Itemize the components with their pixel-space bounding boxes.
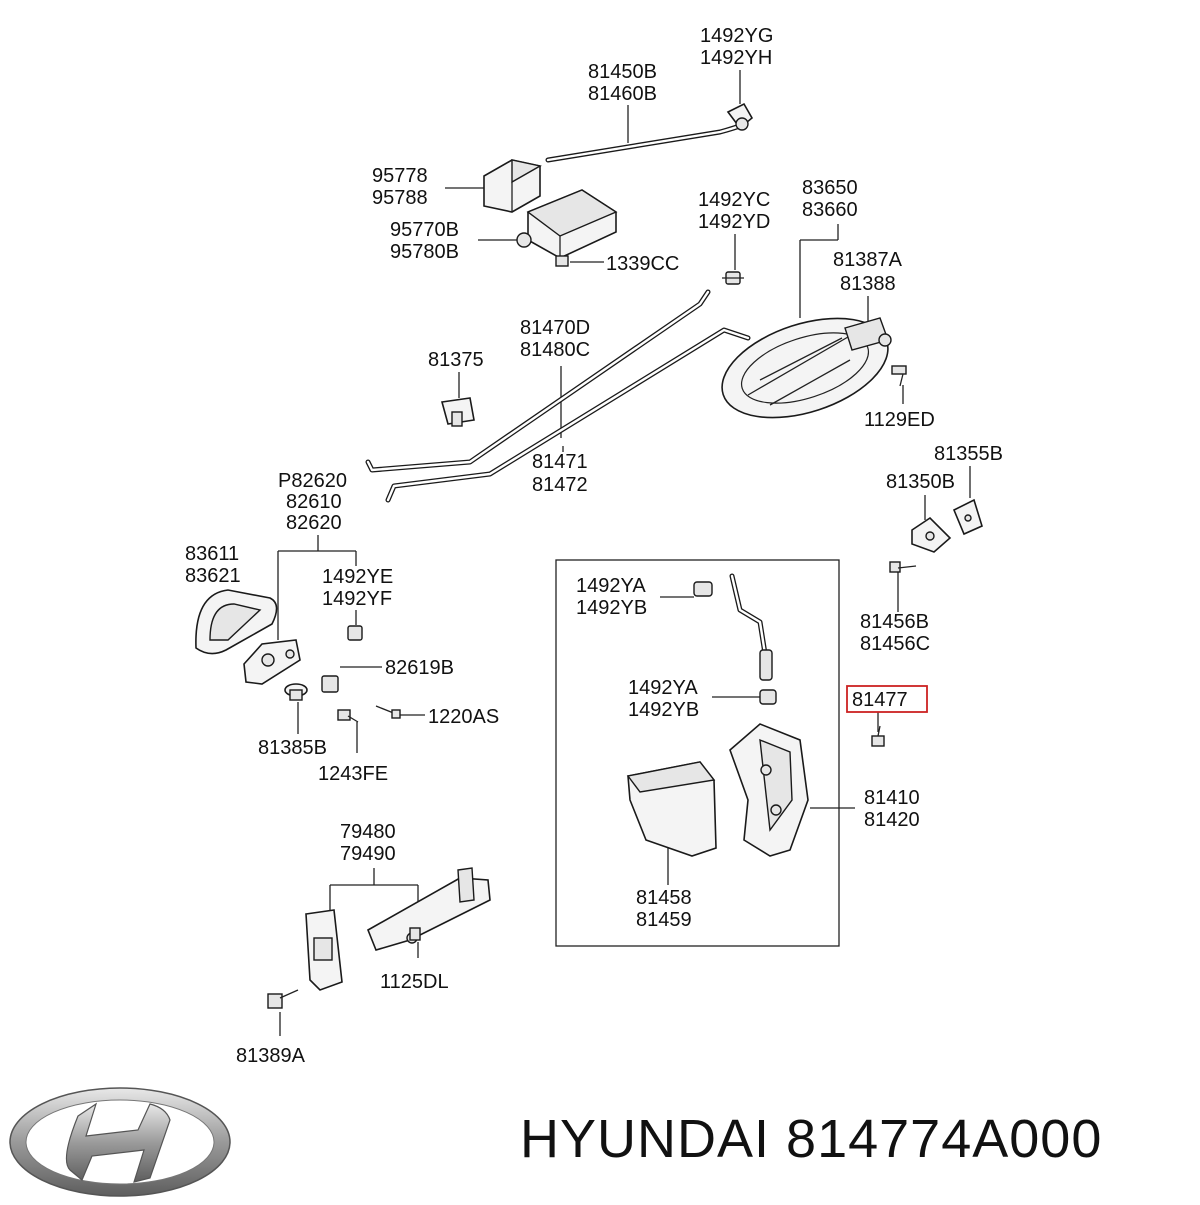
label-81410: 81410 [864, 787, 920, 809]
screw-1220AS-drawing [375, 705, 401, 719]
screw-1243FE-drawing [337, 709, 359, 723]
label-81388: 81388 [840, 273, 896, 295]
label-1492YG: 1492YG [700, 25, 773, 47]
label-1492YH: 1492YH [700, 47, 772, 69]
part-number: 814774A000 [786, 1109, 1103, 1169]
brand-name: HYUNDAI [520, 1109, 771, 1169]
brand-part-number: HYUNDAI 814774A000 [520, 1108, 1190, 1178]
label-95780B: 95780B [390, 241, 459, 263]
label-1220AS: 1220AS [428, 706, 499, 728]
label-81458: 81458 [636, 887, 692, 909]
label-81355B: 81355B [934, 443, 1003, 465]
label-81450B: 81450B [588, 61, 657, 83]
label-81385B: 81385B [258, 737, 327, 759]
washer-82619B-drawing [321, 675, 339, 693]
label-81480C: 81480C [520, 339, 590, 361]
label-79480: 79480 [340, 821, 396, 843]
label-83650: 83650 [802, 177, 858, 199]
bolt-81389A-drawing [267, 989, 299, 1009]
cover-95778-drawing [483, 159, 542, 213]
label-82610: 82610 [286, 491, 342, 513]
label-95770B: 95770B [390, 219, 459, 241]
cover-81458-drawing [626, 761, 717, 857]
label-81471: 81471 [532, 451, 588, 473]
hyundai-logo-icon [9, 1087, 231, 1197]
label-83611: 83611 [185, 543, 239, 565]
label-81456C: 81456C [860, 633, 930, 655]
clip-81375-drawing [440, 397, 475, 427]
label-81460B: 81460B [588, 83, 657, 105]
label-83660: 83660 [802, 199, 858, 221]
rods-81470D-81471-drawing [365, 289, 751, 503]
label-81387A: 81387A [833, 249, 903, 271]
label-81456B: 81456B [860, 611, 929, 633]
label-1492YB-mid: 1492YB [628, 699, 699, 721]
label-81477: 81477 [852, 689, 908, 711]
label-1492YC: 1492YC [698, 189, 770, 211]
bolt-81477-drawing [871, 725, 885, 747]
label-1492YD: 1492YD [698, 211, 770, 233]
screw-1129ED-drawing [891, 365, 907, 387]
leader-lines [277, 70, 971, 1036]
label-81350B: 81350B [886, 471, 955, 493]
part-labels: 1492YG 1492YH 81450B 81460B 95778 95788 … [185, 25, 1003, 1067]
subassembly-rod-drawing [693, 573, 777, 705]
label-P82620: P82620 [278, 470, 347, 492]
actuator-95770B-drawing [516, 189, 618, 267]
label-81420: 81420 [864, 809, 920, 831]
label-1492YF: 1492YF [322, 588, 392, 610]
label-95788: 95788 [372, 187, 428, 209]
latch-81410-drawing [729, 723, 809, 857]
bushing-81385B-drawing [284, 683, 308, 701]
label-83621: 83621 [185, 565, 241, 587]
screw-81456B-drawing [889, 561, 917, 573]
label-81472: 81472 [532, 474, 588, 496]
label-82620: 82620 [286, 512, 342, 534]
plate-81350B-drawing [911, 498, 983, 553]
handle-base-P82620-drawing [243, 639, 301, 685]
label-95778: 95778 [372, 165, 428, 187]
rod-81450B-drawing [545, 102, 754, 163]
label-82619B: 82619B [385, 657, 454, 679]
highlight-box [846, 685, 928, 713]
label-1129ED: 1129ED [864, 409, 935, 431]
label-81389A: 81389A [236, 1045, 306, 1067]
label-81470D: 81470D [520, 317, 590, 339]
label-1492YA-top: 1492YA [576, 575, 646, 597]
inner-handle-83611-drawing [195, 589, 278, 655]
label-81459: 81459 [636, 909, 692, 931]
part-drawings [195, 102, 983, 1009]
subassembly-frame [555, 559, 840, 947]
bolt-1125DL-drawing [409, 927, 421, 941]
label-81375: 81375 [428, 349, 484, 371]
clip-1492YC-drawing [722, 271, 744, 285]
label-1492YB-top: 1492YB [576, 597, 647, 619]
label-1492YE: 1492YE [322, 566, 393, 588]
outer-handle-83650-drawing [721, 317, 892, 419]
label-1125DL: 1125DL [380, 971, 449, 993]
label-79490: 79490 [340, 843, 396, 865]
clip-1492YE-drawing [347, 625, 363, 641]
label-1339CC: 1339CC [606, 253, 679, 275]
label-1243FE: 1243FE [318, 763, 388, 785]
label-1492YA-mid: 1492YA [628, 677, 698, 699]
